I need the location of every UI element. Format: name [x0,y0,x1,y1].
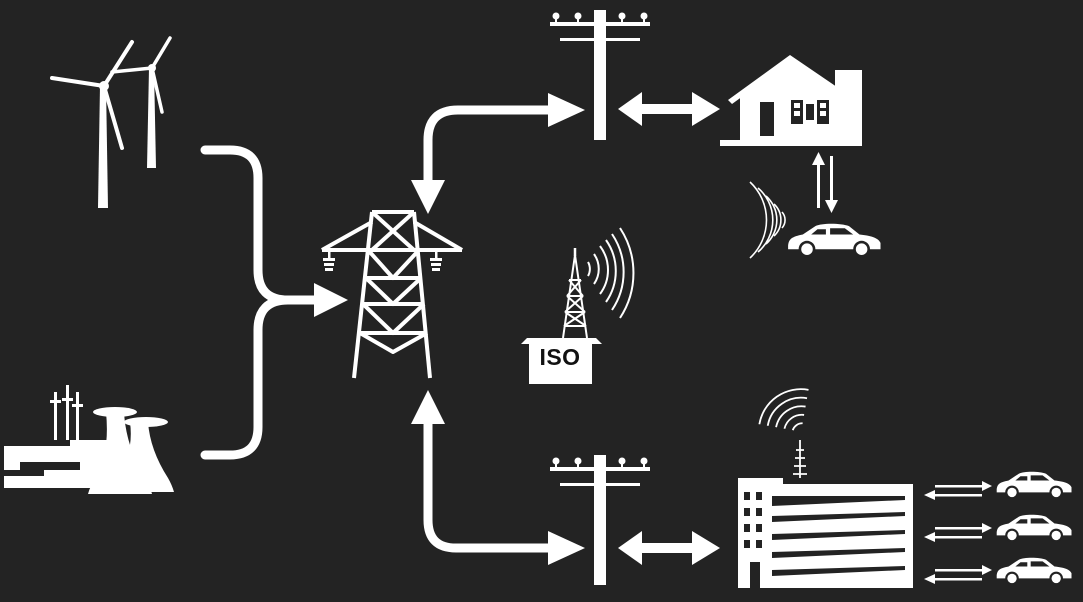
parking-garage-icon [738,478,913,588]
generation-feed-arrow [200,145,325,460]
electric-car-icon [996,514,1072,543]
insulator-icon [323,252,442,271]
tower-to-pole-arrow-bottom [411,390,585,565]
antenna-icon [758,388,809,478]
electric-car-icon [996,557,1072,586]
iso-label: ISO [539,344,581,370]
utility-pole-icon [550,455,650,585]
electric-car-icon [788,223,881,258]
pole-house-arrow [618,92,720,126]
iso-station-icon [521,338,602,384]
electric-car-icon [996,471,1072,500]
radio-tower-icon [562,227,635,339]
house-car-arrow [812,152,838,213]
pole-garage-arrow [618,531,720,565]
wireless-signal-icon [749,181,786,259]
wind-turbine-icon [50,36,172,208]
power-plant-icon [4,385,174,494]
house-icon [720,55,862,146]
transmission-tower-icon [321,210,464,379]
garage-car-arrows [924,481,992,584]
tower-to-pole-arrow-top [411,93,585,214]
